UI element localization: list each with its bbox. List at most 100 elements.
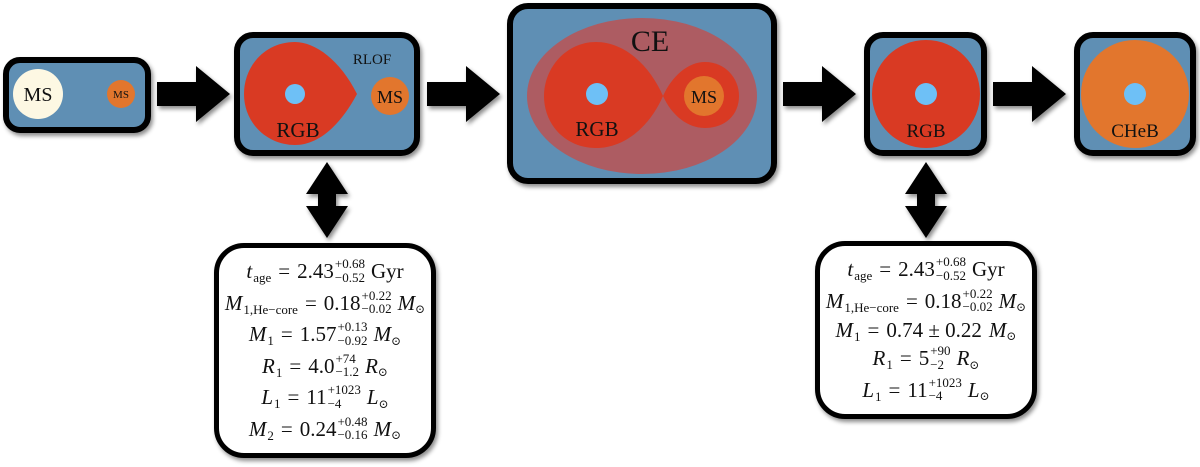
equals-sign: =: [289, 353, 302, 378]
parameter-symbol: M: [835, 317, 854, 342]
primary-star-ms: [13, 69, 63, 119]
parameter-unit: R: [956, 346, 970, 371]
solar-symbol: ⊙: [415, 302, 426, 317]
parameter-subscript: 1: [274, 396, 281, 412]
equals-sign: =: [280, 416, 293, 441]
companion-star-ms: [371, 77, 409, 115]
upper-error: +0.48: [337, 413, 368, 429]
parameter-value: 5: [918, 346, 930, 371]
parameter-symbol: t: [246, 259, 253, 284]
parameter-unit: R: [365, 353, 378, 378]
parameter-subscript: 1: [854, 328, 861, 344]
parameter-unit: L: [366, 385, 379, 410]
parameter-unit: Gyr: [370, 259, 404, 284]
helium-core: [915, 83, 937, 105]
companion-star-label: MS: [377, 87, 403, 107]
equals-sign: =: [867, 317, 880, 342]
uncertainty: +74−1.2: [335, 350, 360, 380]
helium-core: [586, 83, 608, 105]
companion-star-ms: [107, 80, 135, 108]
parameter-value: 11: [907, 377, 928, 402]
helium-core: [285, 84, 305, 104]
parameter-value: 1.57: [299, 322, 337, 347]
solar-symbol: ⊙: [969, 357, 980, 372]
cheb-label: CHeB: [1111, 121, 1159, 142]
parameter-symbol: L: [261, 385, 273, 410]
equals-sign: =: [899, 346, 912, 371]
rlof-label: RLOF: [353, 52, 391, 68]
lower-error: −1.2: [335, 364, 360, 380]
parameter-value: 0.24: [299, 416, 337, 441]
equals-sign: =: [879, 257, 892, 282]
upper-error: +0.22: [962, 285, 993, 301]
uncertainty: +1023−4: [928, 374, 962, 404]
upper-error: +90: [930, 342, 951, 358]
uncertainty: +90−2: [930, 344, 950, 371]
parameter-unit: M: [373, 416, 392, 441]
parameter-subscript: 2: [267, 427, 274, 443]
uncertainty: +1023−4: [328, 383, 361, 410]
parameter-unit: L: [967, 377, 980, 402]
solar-symbol: ⊙: [378, 396, 389, 411]
uncertainty: +0.22−0.02: [361, 287, 392, 317]
upper-error: +0.13: [337, 319, 368, 335]
solar-symbol: ⊙: [377, 365, 388, 380]
upper-error: +1023: [928, 374, 962, 390]
equals-sign: =: [278, 259, 291, 284]
lower-error: −0.52: [935, 267, 966, 283]
upper-error: +74: [335, 350, 356, 366]
parameter-symbol: M: [224, 290, 243, 315]
parameter-value: 4.0: [308, 353, 335, 378]
solar-symbol: ⊙: [391, 428, 402, 443]
parameter-value: 2.43: [297, 259, 334, 284]
arrow-right-icon: [783, 66, 856, 122]
parameter-unit: M: [988, 317, 1007, 342]
uncertainty: +0.68−0.52: [936, 255, 966, 282]
upper-error: +0.68: [334, 256, 365, 272]
parameter-value: 0.18: [323, 290, 361, 315]
solar-symbol: ⊙: [1006, 329, 1017, 343]
parameter-subscript: 1,He−core: [844, 299, 899, 315]
rgb-label: RGB: [575, 117, 618, 141]
parameter-subscript: 1: [886, 357, 893, 373]
parameter-subscript: 1: [267, 333, 274, 349]
equals-sign: =: [905, 288, 918, 313]
lower-error: −0.02: [361, 301, 392, 317]
ce-label: CE: [631, 25, 669, 58]
lower-error: −0.16: [337, 427, 368, 443]
companion-star-label: MS: [113, 89, 129, 101]
equals-sign: =: [888, 377, 901, 402]
parameter-subscript: 1,He−core: [243, 301, 298, 317]
upper-error: +0.22: [361, 287, 392, 303]
parameter-value: 2.43: [898, 257, 935, 282]
companion-star-label: MS: [691, 87, 717, 107]
parameter-subscript: 1: [275, 364, 283, 380]
rgb-label: RGB: [906, 121, 945, 142]
double-arrow-icon: [306, 162, 348, 238]
parameter-symbol: R: [872, 346, 886, 371]
helium-core: [1124, 83, 1146, 105]
parameter-subscript: age: [253, 270, 272, 286]
uncertainty: +0.13−0.92: [337, 320, 367, 347]
stage-ms-ms: MS MS: [3, 57, 151, 133]
equals-sign: =: [287, 385, 300, 410]
parameter-symbol: M: [825, 288, 844, 313]
stage-cheb: CHeB: [1074, 32, 1196, 156]
parameter-unit: Gyr: [971, 257, 1005, 282]
lower-error: −4: [928, 388, 943, 404]
parameter-unit: M: [998, 288, 1017, 313]
uncertainty: +0.48−0.16: [337, 413, 368, 443]
uncertainty: +0.68−0.52: [335, 257, 365, 284]
arrow-right-icon: [993, 66, 1066, 122]
arrow-right-icon: [157, 66, 230, 122]
rgb-label: RGB: [276, 118, 319, 142]
